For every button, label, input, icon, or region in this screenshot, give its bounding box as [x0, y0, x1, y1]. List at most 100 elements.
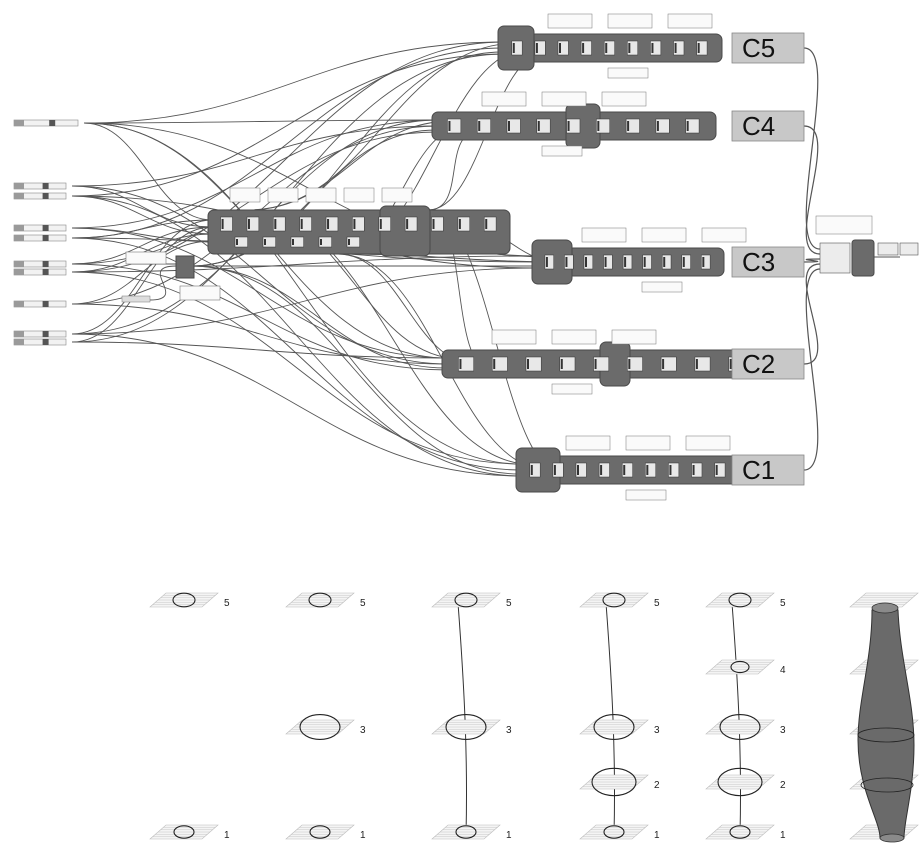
solid-bottom-cap	[879, 833, 905, 843]
section-circle	[717, 767, 763, 797]
cluster-label: C1	[742, 455, 775, 485]
annotation-panel	[381, 187, 413, 203]
component-port	[669, 465, 672, 475]
annotation-panel	[541, 145, 583, 157]
wire	[803, 125, 821, 255]
component-node	[536, 118, 551, 134]
level-label: 2	[780, 780, 786, 791]
component-port	[459, 359, 462, 369]
component-port	[697, 43, 700, 53]
component-node	[660, 356, 677, 372]
output-node	[877, 242, 899, 256]
component-node	[491, 356, 508, 372]
component-port	[508, 121, 510, 131]
section-circle	[857, 727, 915, 743]
component-node	[625, 118, 640, 134]
component-node	[447, 118, 462, 134]
component-node	[534, 40, 546, 56]
component-node	[593, 356, 610, 372]
wire	[149, 265, 177, 301]
component-port	[646, 465, 649, 475]
annotation-panel	[607, 13, 653, 29]
level-label: 5	[224, 598, 230, 609]
component-node	[655, 118, 670, 134]
slider-handle	[42, 269, 49, 275]
wire	[71, 237, 523, 471]
merge-node	[819, 242, 851, 274]
wire	[71, 267, 539, 335]
component-node	[603, 254, 613, 270]
wire	[803, 263, 821, 365]
cluster-label: C4	[742, 111, 775, 141]
component-node	[580, 40, 592, 56]
component-port	[623, 465, 626, 475]
level-label: 5	[506, 598, 512, 609]
component-node	[685, 118, 700, 134]
level-label: 1	[506, 830, 512, 841]
cluster-label: C5	[742, 33, 775, 63]
component-port	[292, 239, 294, 245]
slider-node	[121, 295, 151, 303]
component-port	[662, 359, 665, 369]
level-label: 1	[654, 830, 660, 841]
wire	[71, 227, 449, 359]
section-circle	[602, 592, 626, 608]
wire	[803, 258, 821, 263]
component-port	[559, 43, 561, 53]
component-port	[432, 219, 435, 229]
component-port	[247, 219, 250, 229]
output-node	[899, 242, 919, 256]
slider-handle	[42, 301, 49, 307]
component-node	[627, 40, 638, 56]
section-circle	[591, 767, 637, 797]
annotation-panel	[607, 67, 649, 79]
component-node	[696, 40, 708, 56]
component-port	[627, 121, 630, 131]
component-port	[537, 121, 540, 131]
component-node	[234, 236, 248, 248]
component-node	[642, 254, 652, 270]
component-node	[557, 40, 569, 56]
component-port	[527, 359, 529, 369]
component-port	[512, 43, 515, 53]
component-port	[715, 465, 718, 475]
component-port	[682, 257, 685, 267]
spine-curve	[605, 602, 616, 836]
section-circle	[729, 825, 751, 839]
component-port	[458, 219, 461, 229]
slider-handle	[42, 225, 49, 231]
component-node	[544, 254, 554, 270]
wire	[189, 265, 521, 475]
section-circle	[730, 660, 750, 674]
component-port	[628, 43, 631, 53]
slider-label-block	[14, 235, 24, 241]
wire	[71, 240, 213, 305]
section-circle	[603, 825, 625, 839]
component-node	[325, 216, 339, 232]
wire	[71, 185, 449, 365]
component-port	[300, 219, 303, 229]
section-circle	[308, 592, 332, 608]
component-node	[431, 216, 444, 232]
component-node	[694, 356, 711, 372]
component-node	[668, 462, 680, 478]
component-node	[583, 254, 594, 270]
solid-top-cap	[871, 602, 899, 614]
annotation-panel	[547, 13, 593, 29]
slider-handle	[42, 261, 49, 267]
component-node	[673, 40, 685, 56]
section-circle	[593, 714, 635, 740]
section-circle	[455, 825, 477, 839]
section-circle	[309, 825, 331, 839]
level-label: 3	[654, 725, 660, 736]
component-node	[318, 236, 332, 248]
component-port	[348, 239, 350, 245]
component-port	[406, 219, 409, 229]
component-port	[565, 257, 568, 267]
component-port	[674, 43, 677, 53]
component-port	[448, 121, 451, 131]
component-port	[320, 239, 322, 245]
